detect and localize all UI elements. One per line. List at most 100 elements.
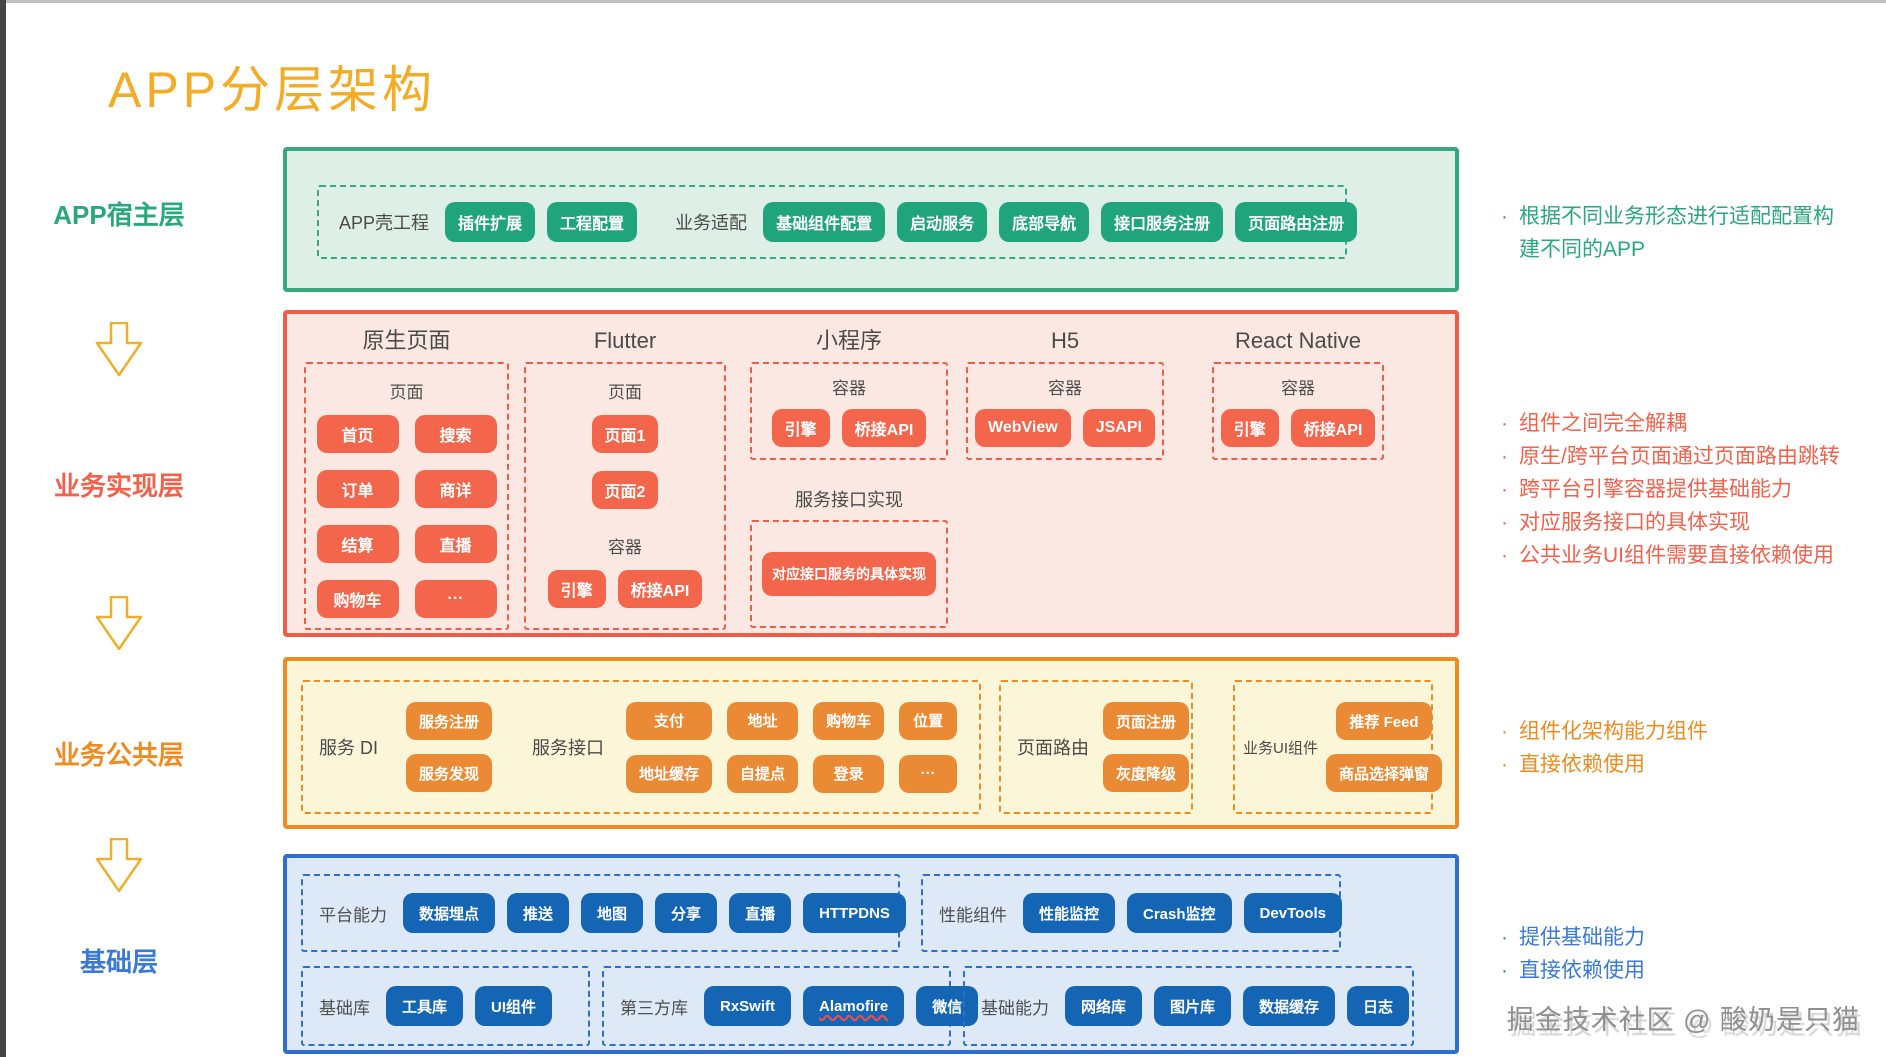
adapt-chips-chip-5: 页面路由注册	[1235, 202, 1358, 242]
service-api-label: 服务接口	[532, 738, 605, 758]
annotation-base-item-1: · 提供基础能力	[1497, 921, 1886, 954]
host-shell-box: APP壳工程 插件扩展工程配置 业务适配 基础组件配置启动服务底部导航接口服务注…	[317, 185, 1358, 259]
page-router-box: 页面路由 页面注册灰度降级	[999, 680, 1193, 814]
bullet-dot: ·	[1501, 205, 1508, 228]
ability-chips-chip-2: 图片库	[1154, 986, 1232, 1026]
annotation-text: 组件化架构能力组件	[1519, 720, 1708, 743]
bullet-dot: ·	[1501, 753, 1508, 776]
service-api-chips-chip-6: 自提点	[727, 754, 799, 793]
annotation-text: 提供基础能力	[1519, 926, 1645, 949]
flutter-pages-chip-2: 页面2	[591, 471, 659, 509]
annotation-impl: ·组件之间完全解耦·原生/跨平台页面通过页面路由跳转·跨平台引擎容器提供基础能力…	[1497, 407, 1886, 572]
annotation-common-item-2: · 直接依赖使用	[1497, 748, 1886, 781]
perf-chips-chip-1: 性能监控	[1023, 893, 1116, 933]
shell-chips: 插件扩展工程配置	[445, 202, 638, 242]
annotation-text: 公共业务UI组件需要直接依赖使用	[1519, 544, 1834, 567]
biz-ui-chips: 推荐 Feed 商品选择弹窗	[1326, 702, 1443, 792]
service-api-chips-chip-5: 地址缓存	[626, 754, 713, 793]
bullet-dot: ·	[1501, 445, 1508, 468]
annotation-base: ·提供基础能力·直接依赖使用	[1497, 921, 1886, 987]
thirdparty-chips-chip-2: Alamofire	[803, 986, 905, 1026]
annotation-host: ·根据不同业务形态进行适配配置构建不同的APP	[1497, 200, 1847, 266]
page-router-chips-chip-1: 页面注册	[1103, 702, 1190, 740]
service-impl-chips: 对应接口服务的具体实现	[762, 552, 936, 596]
layer-label-common: 业务公共层	[53, 740, 184, 770]
ability-chips-chip-1: 网络库	[1065, 986, 1143, 1026]
service-api-chips-chip-4: 位置	[899, 701, 958, 740]
page-router-chips-chip-2: 灰度降级	[1103, 754, 1190, 792]
adapt-chips-chip-4: 接口服务注册	[1101, 202, 1224, 242]
down-arrow-2	[95, 596, 143, 650]
annotation-impl-item-4: · 对应服务接口的具体实现	[1497, 506, 1886, 539]
rn-container-chips-chip-1: 引擎	[1220, 409, 1279, 447]
ability-chips: 网络库图片库数据缓存日志	[1065, 986, 1410, 1026]
page-router-label: 页面路由	[1017, 738, 1089, 758]
annotation-impl-item-2: ·原生/跨平台页面通过页面路由跳转	[1497, 440, 1886, 473]
lib-chips-chip-2: UI组件	[475, 986, 553, 1026]
biz-ui-box: 业务UI组件 推荐 Feed 商品选择弹窗	[1233, 680, 1443, 814]
rn-container-chips: 引擎桥接API	[1220, 409, 1376, 447]
biz-ui-label: 业务UI组件	[1243, 739, 1319, 757]
shell-chips-chip-2: 工程配置	[547, 202, 638, 242]
page-router-chips: 页面注册灰度降级	[1103, 702, 1190, 792]
biz-ui-chips-chip-1: 推荐 Feed	[1336, 702, 1432, 740]
common-layer-box: 服务 DI 服务注册服务发现 服务接口 支付地址购物车位置地址缓存自提点登录··…	[283, 657, 1459, 829]
h5-container-chips-chip-1: WebView	[975, 409, 1071, 447]
shell-label: APP壳工程	[339, 213, 430, 233]
layer-label-base: 基础层	[79, 947, 158, 977]
native-pages-chip-1: 首页	[316, 415, 399, 453]
watermark: 掘金技术社区 @ 酸奶是只猫	[1506, 1005, 1860, 1035]
bullet-dot: ·	[1501, 511, 1508, 534]
h5-header: H5	[1050, 328, 1080, 353]
adapt-chips-chip-2: 启动服务	[897, 202, 988, 242]
perf-label: 性能组件	[939, 905, 1007, 925]
platform-chips-chip-4: 分享	[655, 893, 718, 933]
flutter-pages-label: 页面	[608, 383, 642, 402]
native-pages-chip-3: 订单	[316, 470, 399, 508]
native-pages-chip-5: 结算	[316, 525, 399, 563]
native-pages-chip-7: 购物车	[316, 580, 399, 618]
shell-chips-chip-1: 插件扩展	[445, 202, 536, 242]
adapt-chips: 基础组件配置启动服务底部导航接口服务注册页面路由注册	[763, 202, 1358, 242]
annotation-text: 直接依赖使用	[1519, 753, 1645, 776]
biz-ui-chips-chip-2: 商品选择弹窗	[1326, 754, 1443, 792]
service-api-chips-chip-3: 购物车	[813, 701, 885, 740]
annotation-text: 跨平台引擎容器提供基础能力	[1519, 478, 1792, 501]
service-api-chips-chip-2: 地址	[727, 701, 799, 740]
annotation-text: 对应服务接口的具体实现	[1519, 511, 1750, 534]
service-api-chips-chip-8: ···	[899, 754, 958, 793]
bullet-dot: ·	[1501, 478, 1508, 501]
service-impl-label: 服务接口实现	[795, 490, 903, 510]
page-title: APP分层架构	[108, 62, 437, 118]
h5-container-label: 容器	[1048, 379, 1082, 398]
thirdparty-chips-chip-3: 微信	[916, 986, 979, 1026]
down-arrow-3	[95, 838, 143, 892]
mini-container-chips: 引擎桥接API	[760, 409, 938, 447]
native-pages-box: 页面 首页搜索订单商详结算直播购物车···	[304, 362, 509, 630]
service-di-chips-chip-2: 服务发现	[406, 754, 493, 792]
thirdparty-label: 第三方库	[620, 998, 688, 1018]
perf-chips-chip-3: DevTools	[1243, 893, 1342, 933]
down-arrow-1	[95, 322, 143, 376]
annotation-text: 组件之间完全解耦	[1519, 412, 1687, 435]
service-api-chips-chip-7: 登录	[813, 754, 885, 793]
flutter-container-chips: 引擎桥接API	[534, 570, 716, 608]
bullet-dot: ·	[1501, 412, 1508, 435]
flutter-pages-chip-1: 页面1	[591, 415, 659, 453]
platform-chips-chip-3: 地图	[581, 893, 644, 933]
bullet-dot: ·	[1501, 959, 1508, 982]
adapt-chips-chip-1: 基础组件配置	[763, 202, 886, 242]
lib-chips-chip-1: 工具库	[386, 986, 464, 1026]
bullet-dot: ·	[1501, 926, 1508, 949]
lib-chips: 工具库 UI组件	[386, 986, 553, 1026]
